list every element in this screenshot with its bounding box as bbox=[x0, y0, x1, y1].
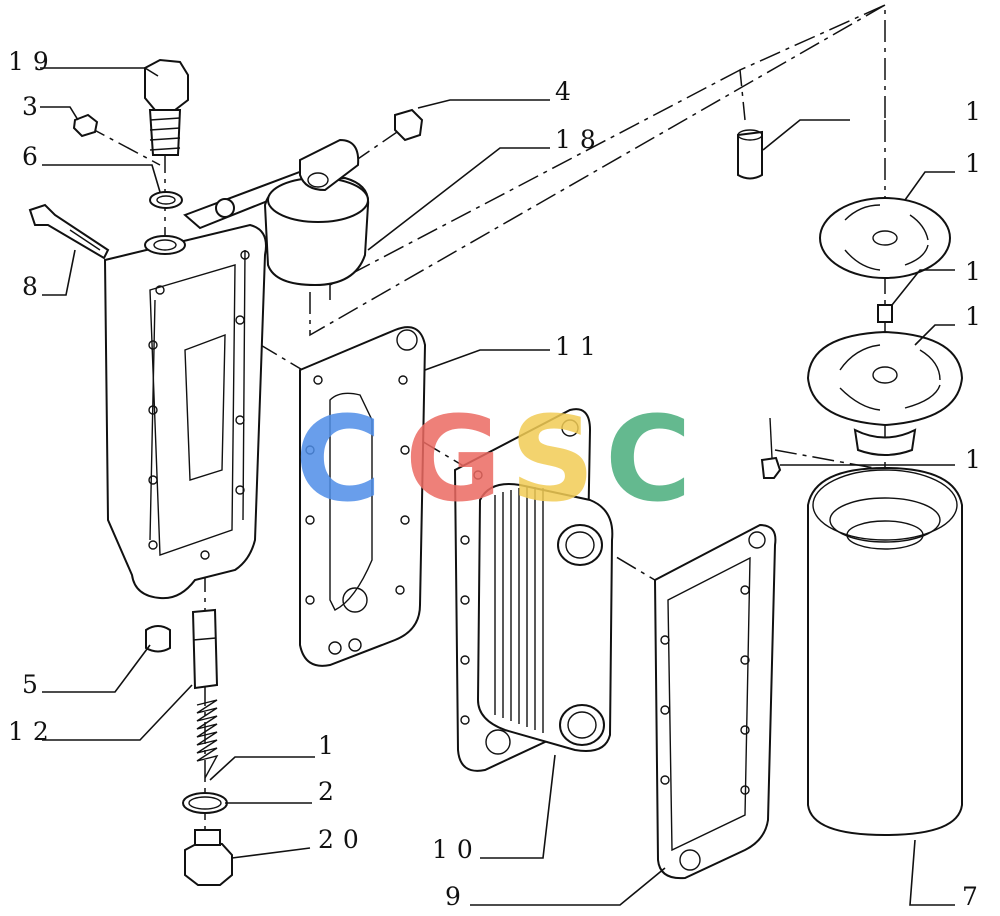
label-12: 12 bbox=[8, 717, 58, 746]
label-10: 10 bbox=[432, 835, 482, 864]
filter-cartridge-7 bbox=[807, 466, 963, 837]
valve-sleeve bbox=[737, 129, 763, 180]
part-labels: 19 3 6 8 5 12 1 2 20 4 18 11 10 9 7 1 1 … bbox=[8, 47, 990, 911]
cooler-fins bbox=[476, 483, 614, 752]
pin bbox=[877, 304, 893, 323]
label-19: 19 bbox=[8, 47, 58, 76]
label-right-3: 1 bbox=[965, 257, 990, 286]
plug-4 bbox=[394, 108, 424, 142]
valve-plate-upper bbox=[819, 197, 951, 279]
label-2: 2 bbox=[318, 777, 343, 806]
label-6: 6 bbox=[22, 142, 47, 171]
plug-5 bbox=[145, 625, 171, 653]
leader-lines bbox=[40, 67, 955, 906]
label-18: 18 bbox=[555, 125, 605, 154]
plug-20 bbox=[184, 829, 233, 886]
label-9: 9 bbox=[445, 882, 470, 911]
label-1: 1 bbox=[318, 731, 343, 760]
label-11: 11 bbox=[555, 332, 605, 361]
watermark-letter-s: S bbox=[510, 390, 595, 528]
oil-cooler-10 bbox=[453, 408, 614, 772]
gasket-11 bbox=[299, 326, 427, 667]
valve-plate-lower bbox=[806, 330, 964, 456]
gasket-9 bbox=[653, 523, 777, 880]
screw bbox=[760, 417, 782, 479]
o-ring-2 bbox=[182, 792, 228, 814]
label-8: 8 bbox=[22, 272, 47, 301]
oil-filter-housing bbox=[28, 138, 370, 600]
valve-plug-19 bbox=[144, 58, 189, 156]
label-7: 7 bbox=[962, 882, 987, 911]
label-right-4: 1 bbox=[965, 302, 990, 331]
label-5: 5 bbox=[22, 670, 47, 699]
watermark-letter-c2: C bbox=[605, 390, 692, 528]
plug-3 bbox=[72, 113, 99, 138]
cgsc-watermark: C G S C bbox=[295, 390, 692, 528]
washer-6 bbox=[149, 191, 183, 209]
label-20: 20 bbox=[318, 825, 368, 854]
label-4: 4 bbox=[555, 77, 580, 106]
watermark-letter-c1: C bbox=[295, 390, 382, 528]
label-right-2: 1 bbox=[965, 149, 990, 178]
spring-1 bbox=[196, 699, 219, 779]
label-3: 3 bbox=[22, 92, 47, 121]
valve-12 bbox=[191, 608, 219, 690]
label-right-5: 1 bbox=[965, 445, 990, 474]
label-right-1: 1 bbox=[965, 97, 990, 126]
watermark-letter-g: G bbox=[405, 390, 502, 528]
